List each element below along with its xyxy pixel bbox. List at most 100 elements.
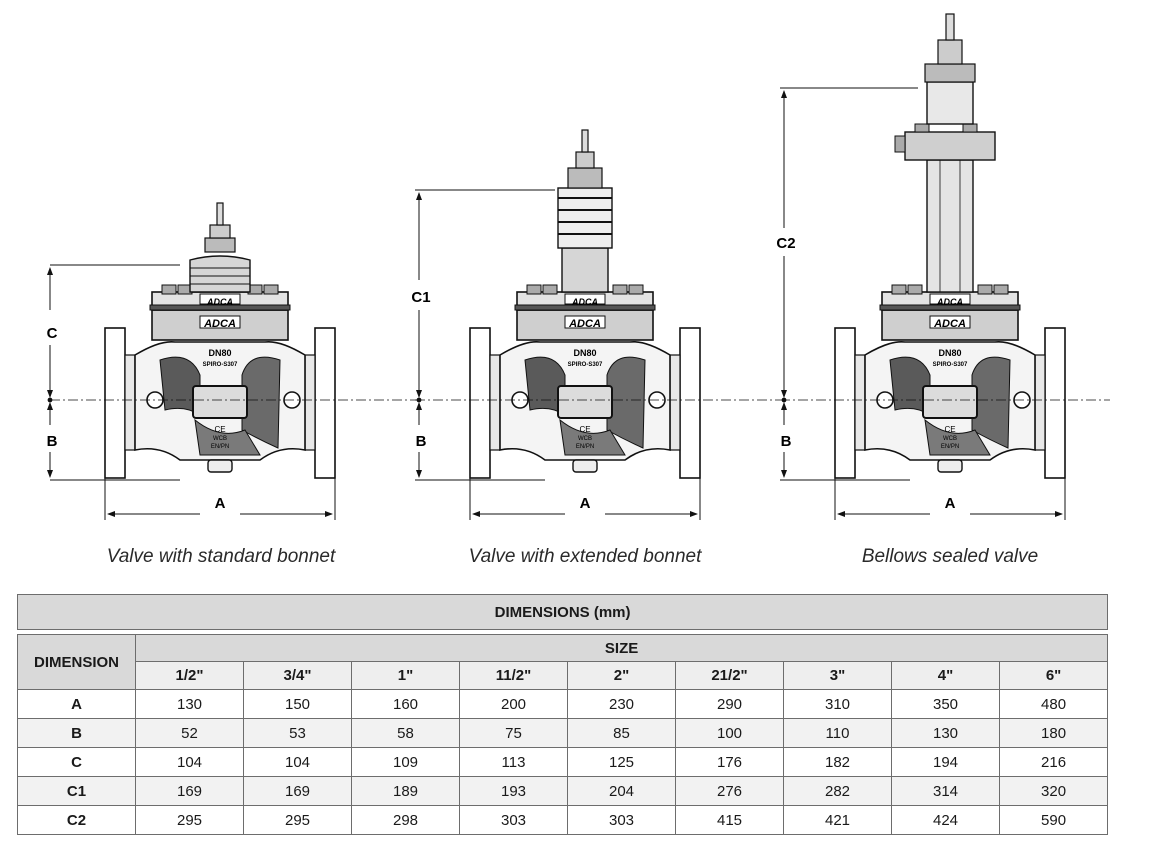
table-cell: 480: [998, 689, 1109, 719]
dimension-label-c1: C1: [411, 289, 430, 306]
table-cell: 303: [567, 805, 676, 835]
table-cell: 169: [135, 776, 244, 806]
dimension-label-b: B: [781, 433, 792, 450]
brand-mark: ADCA: [933, 318, 966, 330]
figure-standard-bonnet: ADCA ADCA DN80 SPIRO-S307 CE WCB EN/PN C…: [47, 202, 420, 520]
table-cell: 350: [891, 689, 1000, 719]
table-cell: 421: [783, 805, 892, 835]
table-cell: 104: [135, 747, 244, 777]
size-column-header: 3": [783, 661, 892, 690]
table-cell: 230: [567, 689, 676, 719]
table-cell: 295: [135, 805, 244, 835]
dimension-label-b: B: [416, 433, 427, 450]
table-cell: 75: [459, 718, 568, 748]
dimension-label-a: A: [945, 495, 956, 512]
ce-mark: CE: [214, 425, 225, 434]
table-cell: 295: [243, 805, 352, 835]
dimension-label-b: B: [47, 433, 58, 450]
row-dimension-label: C: [17, 747, 136, 777]
brand-mark: ADCA: [203, 318, 236, 330]
material-mark: WCB: [578, 436, 592, 442]
table-cell: 52: [135, 718, 244, 748]
size-column-header: 11/2": [459, 661, 568, 690]
valve-drawings: ADCA ADCA DN80 SPIRO-S307 CE WCB EN/PN C…: [47, 13, 1110, 520]
rating-mark: EN/PN: [941, 444, 959, 450]
figure-bellows-sealed: ADCA ADCA DN80 SPIRO-S307 CE WCB EN/PN C…: [776, 13, 1110, 520]
row-dimension-label: B: [17, 718, 136, 748]
table-cell: 314: [891, 776, 1000, 806]
table-cell: 160: [351, 689, 460, 719]
table-cell: 130: [135, 689, 244, 719]
table-cell: 194: [891, 747, 1000, 777]
table-cell: 320: [998, 776, 1109, 806]
table-cell: 303: [459, 805, 568, 835]
table-cell: 415: [675, 805, 784, 835]
row-dimension-label: C1: [17, 776, 136, 806]
rating-mark: EN/PN: [576, 444, 594, 450]
ce-mark: CE: [579, 425, 590, 434]
table-cell: 282: [783, 776, 892, 806]
row-dimension-label: A: [17, 689, 136, 719]
figure-extended-bonnet: ADCA ADCA DN80 SPIRO-S307 CE WCB EN/PN C…: [411, 129, 780, 520]
table-cell: 590: [998, 805, 1109, 835]
table-cell: 298: [351, 805, 460, 835]
table-cell: 310: [783, 689, 892, 719]
table-cell: 113: [459, 747, 568, 777]
table-cell: 125: [567, 747, 676, 777]
model-mark: SPIRO-S307: [203, 362, 238, 368]
size-column-header: 21/2": [675, 661, 784, 690]
table-cell: 104: [243, 747, 352, 777]
dimension-label-a: A: [215, 495, 226, 512]
table-cell: 169: [243, 776, 352, 806]
table-cell: 424: [891, 805, 1000, 835]
size-header: SIZE: [134, 634, 1109, 662]
table-cell: 85: [567, 718, 676, 748]
caption-extended-bonnet: Valve with extended bonnet: [468, 546, 702, 567]
dimension-header: DIMENSION: [17, 634, 136, 690]
table-cell: 110: [783, 718, 892, 748]
dimension-label-a: A: [580, 495, 591, 512]
dn-mark: DN80: [208, 348, 231, 358]
table-cell: 193: [459, 776, 568, 806]
brand-mark: ADCA: [936, 297, 963, 307]
table-cell: 182: [783, 747, 892, 777]
dimensions-table: DIMENSIONS (mm) DIMENSION SIZE 1/2"3/4"1…: [16, 594, 1109, 835]
table-cell: 53: [243, 718, 352, 748]
table-cell: 216: [998, 747, 1109, 777]
model-mark: SPIRO-S307: [933, 362, 968, 368]
table-cell: 290: [675, 689, 784, 719]
brand-mark: ADCA: [571, 297, 598, 307]
table-cell: 204: [567, 776, 676, 806]
dn-mark: DN80: [938, 348, 961, 358]
size-column-header: 6": [998, 661, 1109, 690]
model-mark: SPIRO-S307: [568, 362, 603, 368]
brand-mark: ADCA: [568, 318, 601, 330]
table-cell: 109: [351, 747, 460, 777]
size-column-header: 4": [891, 661, 1000, 690]
rating-mark: EN/PN: [211, 444, 229, 450]
size-column-header: 1": [351, 661, 460, 690]
table-cell: 200: [459, 689, 568, 719]
size-column-header: 1/2": [135, 661, 244, 690]
table-cell: 176: [675, 747, 784, 777]
dn-mark: DN80: [573, 348, 596, 358]
sizes-header-row: 1/2"3/4"1"11/2"2"21/2"3"4"6": [18, 661, 1109, 690]
dimension-label-c2: C2: [776, 235, 795, 252]
table-cell: 276: [675, 776, 784, 806]
dimension-label-c: C: [47, 325, 58, 342]
material-mark: WCB: [213, 436, 227, 442]
size-column-header: 3/4": [243, 661, 352, 690]
table-cell: 100: [675, 718, 784, 748]
table-cell: 130: [891, 718, 1000, 748]
brand-mark: ADCA: [206, 297, 233, 307]
table-cell: 58: [351, 718, 460, 748]
ce-mark: CE: [944, 425, 955, 434]
table-cell: 180: [998, 718, 1109, 748]
size-column-header: 2": [567, 661, 676, 690]
